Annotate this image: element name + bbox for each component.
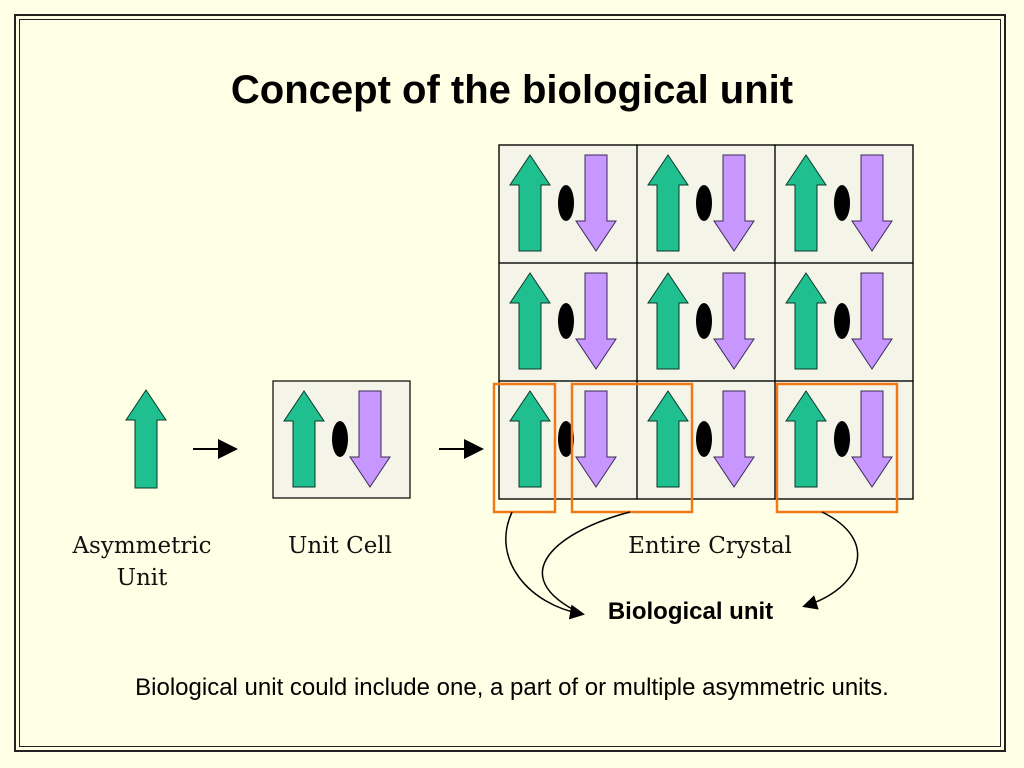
biological-unit-label: Biological unit	[607, 598, 774, 625]
crystal-cell	[498, 262, 638, 382]
twofold-axis-icon	[834, 303, 850, 339]
up-arrow-icon	[125, 389, 167, 489]
twofold-axis-icon	[332, 421, 348, 457]
up-arrow-icon	[785, 390, 827, 488]
unit-cell	[272, 380, 411, 499]
pointer-curve-one-icon	[505, 511, 585, 620]
up-arrow-icon	[283, 390, 325, 488]
entire-crystal-label: Entire Crystal	[628, 533, 792, 559]
crystal-cell	[774, 262, 914, 382]
crystal-cell	[774, 144, 914, 264]
pointer-curve-two-icon	[541, 511, 631, 615]
down-arrow-icon	[851, 154, 893, 252]
down-arrow-icon	[575, 272, 617, 370]
asymmetric-unit-arrow	[125, 389, 167, 489]
twofold-axis-icon	[834, 185, 850, 221]
crystal-cell	[498, 380, 638, 500]
down-arrow-icon	[713, 154, 755, 252]
biological-unit-highlight-three	[775, 382, 899, 514]
asymmetric-unit-label: Asymmetric Unit	[58, 530, 226, 594]
slide-title: Concept of the biological unit	[230, 68, 794, 112]
up-arrow-icon	[509, 272, 551, 370]
down-arrow-icon	[851, 390, 893, 488]
down-arrow-icon	[713, 272, 755, 370]
twofold-axis-icon	[696, 303, 712, 339]
slide-caption: Biological unit could include one, a par…	[135, 674, 889, 701]
twofold-axis-icon	[696, 421, 712, 457]
up-arrow-icon	[647, 272, 689, 370]
twofold-axis-icon	[834, 421, 850, 457]
up-arrow-icon	[509, 154, 551, 252]
crystal-cell	[636, 380, 776, 500]
entire-crystal-grid	[498, 144, 914, 500]
up-arrow-icon	[785, 154, 827, 252]
down-arrow-icon	[851, 272, 893, 370]
biological-unit-highlight-one	[492, 382, 557, 514]
down-arrow-icon	[575, 154, 617, 252]
down-arrow-icon	[575, 390, 617, 488]
crystal-cell	[774, 380, 914, 500]
twofold-axis-icon	[696, 185, 712, 221]
asymmetric-unit-label-line1: Asymmetric	[72, 533, 212, 559]
asymmetric-unit-label-line2: Unit	[116, 565, 168, 591]
slide-border-inner	[19, 19, 1001, 747]
crystal-cell-border	[774, 380, 914, 500]
up-arrow-icon	[509, 390, 551, 488]
twofold-axis-icon	[558, 421, 574, 457]
twofold-axis-icon	[558, 185, 574, 221]
unit-cell-label: Unit Cell	[287, 533, 393, 559]
biological-unit-highlight-two	[570, 382, 694, 514]
up-arrow-icon	[785, 272, 827, 370]
twofold-axis-icon	[558, 303, 574, 339]
pointer-curve-three-icon	[802, 511, 859, 610]
up-arrow-icon	[647, 154, 689, 252]
slide-border-outer	[14, 14, 1006, 752]
up-arrow-icon	[647, 390, 689, 488]
down-arrow-icon	[349, 390, 391, 488]
down-arrow-icon	[713, 390, 755, 488]
